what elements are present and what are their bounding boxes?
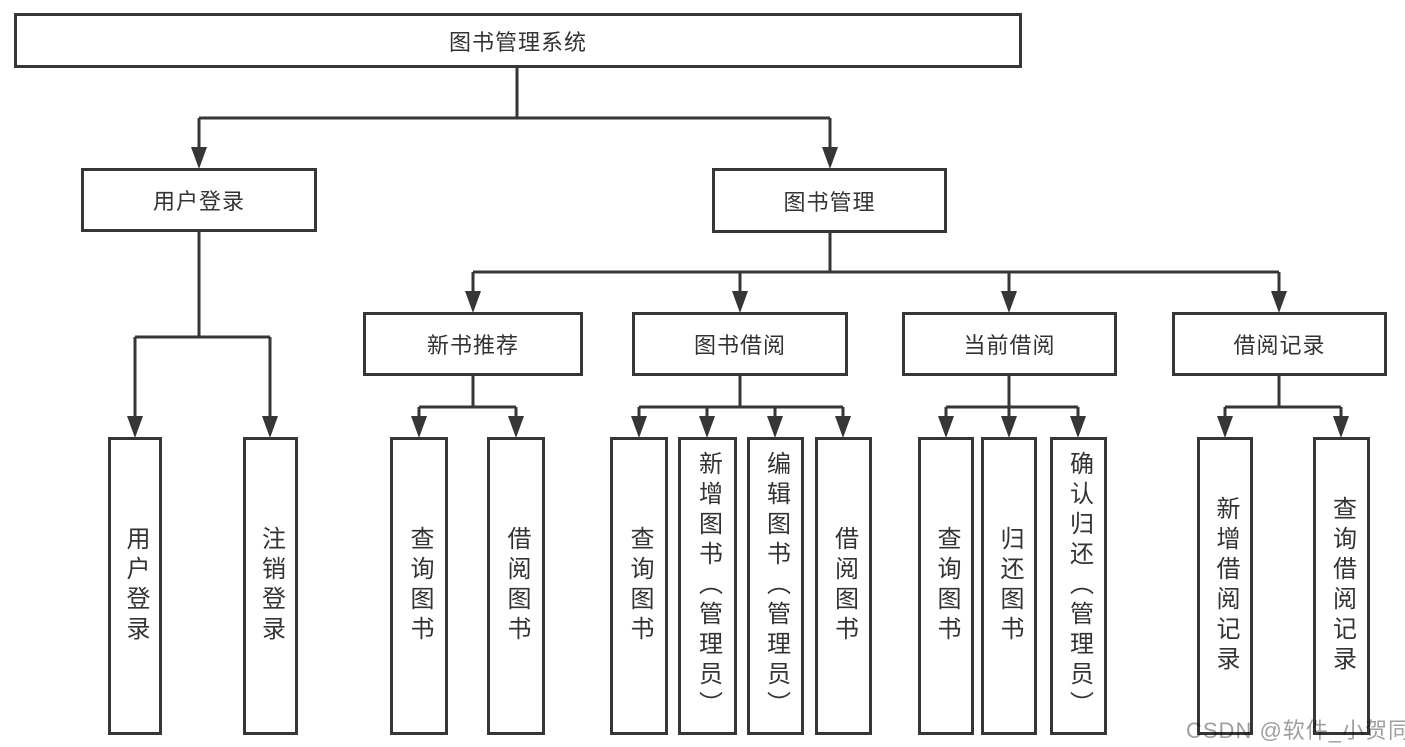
csdn-watermark: CSDN @软件_小贺同学 xyxy=(1186,718,1405,743)
node-current-borrowing-label: 当前借阅 xyxy=(963,333,1056,358)
node-new-book-recommend: 新书推荐 xyxy=(363,312,583,376)
node-borrowing-records-label: 借阅记录 xyxy=(1233,333,1326,358)
node-book-borrowing-label: 图书借阅 xyxy=(693,333,786,358)
node-leaf-borrow-books: 借阅图书 xyxy=(815,437,872,735)
node-new-book-recommend-label: 新书推荐 xyxy=(426,333,519,358)
node-leaf-confirm-return-admin: 确认归还（管理员） xyxy=(1050,437,1107,735)
node-leaf-confirm-return-admin-label: 确认归还（管理员） xyxy=(1065,451,1093,721)
node-leaf-borrow-books-label: 借阅图书 xyxy=(830,526,858,646)
node-leaf-query-books-recommend: 查询图书 xyxy=(390,437,448,735)
node-borrowing-records: 借阅记录 xyxy=(1172,312,1387,376)
node-library-system-label: 图书管理系统 xyxy=(448,29,587,55)
node-leaf-logout-label: 注销登录 xyxy=(257,526,285,646)
node-leaf-query-books-recommend-label: 查询图书 xyxy=(406,526,433,646)
node-leaf-query-books-current-label: 查询图书 xyxy=(933,526,960,646)
node-leaf-borrow-books-recommend: 借阅图书 xyxy=(487,437,545,735)
node-leaf-add-books-admin-label: 新增图书（管理员） xyxy=(694,451,722,721)
node-current-borrowing: 当前借阅 xyxy=(902,312,1117,376)
connector-root-to-level2 xyxy=(191,68,838,169)
connector-userlogin-to-leaves xyxy=(127,232,278,438)
node-user-login-label: 用户登录 xyxy=(152,189,245,214)
node-book-borrowing: 图书借阅 xyxy=(632,312,848,376)
node-leaf-add-borrow-record: 新增借阅记录 xyxy=(1197,437,1253,735)
node-book-management: 图书管理 xyxy=(712,168,947,233)
connector-newbook-to-leaves xyxy=(411,376,524,438)
connector-bookmgmt-to-level3 xyxy=(465,233,1287,313)
node-leaf-query-books-borrow: 查询图书 xyxy=(610,437,668,735)
node-leaf-query-books-current: 查询图书 xyxy=(918,437,974,735)
node-leaf-return-books-label: 归还图书 xyxy=(996,526,1023,646)
node-leaf-logout: 注销登录 xyxy=(243,437,298,735)
node-leaf-add-borrow-record-label: 新增借阅记录 xyxy=(1212,496,1239,676)
node-user-login: 用户登录 xyxy=(81,168,317,232)
node-book-management-label: 图书管理 xyxy=(783,189,876,215)
node-leaf-edit-books-admin-label: 编辑图书（管理员） xyxy=(762,451,790,721)
node-leaf-user-login: 用户登录 xyxy=(108,437,162,735)
node-leaf-add-books-admin: 新增图书（管理员） xyxy=(678,437,737,735)
connector-bookborrow-to-leaves xyxy=(631,376,851,438)
node-leaf-user-login-label: 用户登录 xyxy=(122,526,149,646)
node-leaf-borrow-books-recommend-label: 借阅图书 xyxy=(503,526,530,646)
node-leaf-query-borrow-record-label: 查询借阅记录 xyxy=(1328,496,1356,676)
node-leaf-query-books-borrow-label: 查询图书 xyxy=(626,526,653,646)
connector-borrowrecord-to-leaves xyxy=(1217,376,1349,438)
node-leaf-return-books: 归还图书 xyxy=(981,437,1037,735)
node-leaf-query-borrow-record: 查询借阅记录 xyxy=(1313,437,1370,735)
connector-currentborrow-to-leaves xyxy=(938,376,1086,438)
node-library-system: 图书管理系统 xyxy=(14,13,1022,68)
node-leaf-edit-books-admin: 编辑图书（管理员） xyxy=(747,437,804,735)
